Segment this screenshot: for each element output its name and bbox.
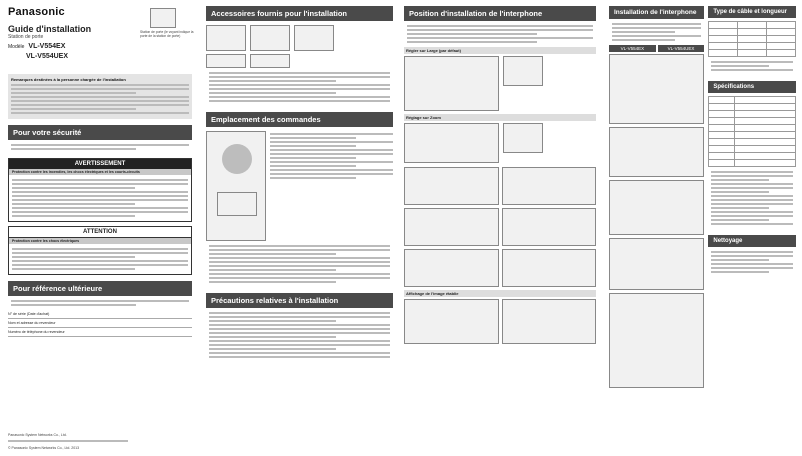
door-station-image bbox=[150, 8, 176, 28]
install-step-3-image bbox=[609, 180, 705, 235]
reference-row: Nom et adresse du revendeur bbox=[8, 319, 192, 328]
monitor-image bbox=[503, 56, 543, 86]
middle-right-column: Position d'installation de l'interphone … bbox=[400, 0, 600, 456]
guide-title: Guide d'installation bbox=[8, 24, 92, 34]
screws-image bbox=[294, 25, 334, 51]
zoom-monitor-image bbox=[503, 123, 543, 153]
install-step-5-image bbox=[609, 293, 705, 388]
accessories-row bbox=[206, 25, 393, 51]
reference-table: N° de série (Date d'achat) Nom et adress… bbox=[8, 310, 192, 337]
install-subheaders: VL-V554EX VL-V554UEX bbox=[609, 45, 705, 52]
installer-notes-title: Remarques destinées à la personne chargé… bbox=[11, 77, 126, 82]
right-column: Installation de l'interphone VL-V554EX V… bbox=[603, 0, 802, 456]
model-line-2: VL-V554UEX bbox=[26, 53, 69, 60]
warning-box: AVERTISSEMENT Protection contre les ince… bbox=[8, 158, 192, 222]
image-established-2 bbox=[501, 299, 596, 344]
angle-left-image bbox=[501, 167, 596, 205]
hex-key-image bbox=[250, 54, 290, 68]
reference-row: N° de série (Date d'achat) bbox=[8, 310, 192, 319]
label-zoom: Réglage sur Zoom bbox=[404, 114, 596, 121]
install-sub2: VL-V554UEX bbox=[657, 45, 705, 52]
attention-sub: Protection contre les chocs électriques bbox=[9, 238, 191, 244]
screw-plate-image bbox=[206, 54, 246, 68]
controls-diagram bbox=[206, 131, 393, 241]
warning-sub: Protection contre les incendies, les cho… bbox=[9, 169, 191, 175]
accessories-header: Accessoires fournis pour l'installation bbox=[206, 6, 393, 21]
panasonic-logo: Panasonic bbox=[8, 6, 65, 18]
install-step-1-image bbox=[609, 54, 705, 124]
attention-title: ATTENTION bbox=[9, 227, 191, 238]
angle-center-image bbox=[404, 208, 499, 246]
specs-table bbox=[708, 96, 796, 167]
back-note: Station de porte (le voyant indique la p… bbox=[140, 30, 194, 39]
cleaning-header: Nettoyage bbox=[708, 235, 796, 247]
installation-section: Installation de l'interphone VL-V554EX V… bbox=[609, 6, 705, 388]
attention-box: ATTENTION Protection contre les chocs él… bbox=[8, 226, 192, 275]
height-diagram-image bbox=[404, 56, 499, 111]
zoom-diagram-image bbox=[404, 123, 499, 163]
angle-right-image bbox=[501, 208, 596, 246]
installation-header: Installation de l'interphone bbox=[609, 6, 705, 19]
controls-legend bbox=[266, 131, 393, 241]
cable-header: Type de câble et longueur bbox=[708, 6, 796, 18]
top-right-sections: Installation de l'interphone VL-V554EX V… bbox=[609, 6, 796, 388]
housing-image bbox=[250, 25, 290, 51]
guide-subtitle: Station de porte bbox=[8, 34, 44, 40]
image-established-1 bbox=[404, 299, 499, 344]
call-button bbox=[217, 192, 257, 216]
door-station-front-image bbox=[206, 131, 266, 241]
cable-table bbox=[708, 21, 796, 57]
warning-title: AVERTISSEMENT bbox=[9, 159, 191, 169]
left-column: Panasonic Guide d'installation Station d… bbox=[0, 0, 200, 456]
angle-high-image bbox=[404, 167, 499, 205]
image-diagrams bbox=[404, 299, 596, 344]
cable-section: Type de câble et longueur Spécifications bbox=[708, 6, 796, 388]
install-step-4-image bbox=[609, 238, 705, 290]
zoom-diagram bbox=[404, 123, 596, 163]
angle-low-image bbox=[404, 249, 499, 287]
precautions-header: Précautions relatives à l'installation bbox=[206, 293, 393, 308]
camera-icon bbox=[222, 144, 252, 174]
controls-header: Emplacement des commandes bbox=[206, 112, 393, 127]
reference-header: Pour référence ultérieure bbox=[8, 281, 192, 296]
angle-low-right-image bbox=[501, 249, 596, 287]
middle-left-column: Accessoires fournis pour l'installation … bbox=[202, 0, 397, 456]
accessories-row-2 bbox=[206, 54, 393, 68]
label-large: Régler sur Large (par défaut) bbox=[404, 47, 596, 54]
footer: Panasonic System Networks Co., Ltd. © Pa… bbox=[8, 433, 128, 450]
mounting-plate-image bbox=[206, 25, 246, 51]
installer-notes: Remarques destinées à la personne chargé… bbox=[8, 74, 192, 119]
label-image: Affichage de l'image établie bbox=[404, 290, 596, 297]
large-diagram bbox=[404, 56, 596, 111]
safety-header: Pour votre sécurité bbox=[8, 125, 192, 140]
position-header: Position d'installation de l'interphone bbox=[404, 6, 596, 21]
angle-diagrams bbox=[404, 167, 596, 287]
reference-row: Numéro de téléphone du revendeur bbox=[8, 328, 192, 337]
install-step-2-image bbox=[609, 127, 705, 177]
install-sub1: VL-V554EX bbox=[609, 45, 656, 52]
specs-header: Spécifications bbox=[708, 81, 796, 93]
